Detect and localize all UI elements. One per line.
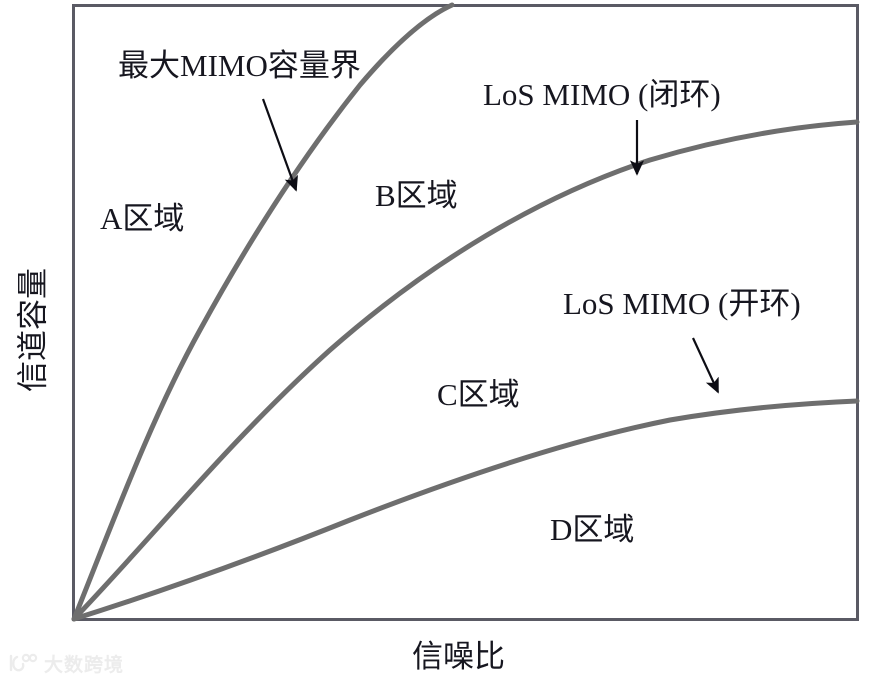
curve-los-mimo-open-loop [71, 398, 860, 622]
arrow-los-mimo-open-loop [692, 337, 719, 394]
plot-frame [72, 4, 859, 621]
region-label-c: C区域 [437, 377, 520, 412]
annotation-label-los-mimo-closed-loop: LoS MIMO (闭环) [483, 77, 721, 112]
y-axis-label: 信道容量 [15, 268, 51, 392]
x-axis-label: 信噪比 [412, 639, 505, 674]
annotation-label-los-mimo-open-loop: LoS MIMO (开环) [563, 286, 801, 321]
annotation-label-max-mimo-bound: 最大MIMO容量界 [118, 48, 361, 83]
region-label-a: A区域 [100, 201, 185, 236]
curve-max-mimo-bound [71, 2, 455, 622]
curve-los-mimo-closed-loop [71, 119, 860, 622]
region-label-b: B区域 [375, 178, 458, 213]
y-axis-label-wrapper: 信道容量 [8, 210, 52, 450]
arrow-max-mimo-bound [261, 98, 298, 192]
region-label-d: D区域 [550, 512, 635, 547]
